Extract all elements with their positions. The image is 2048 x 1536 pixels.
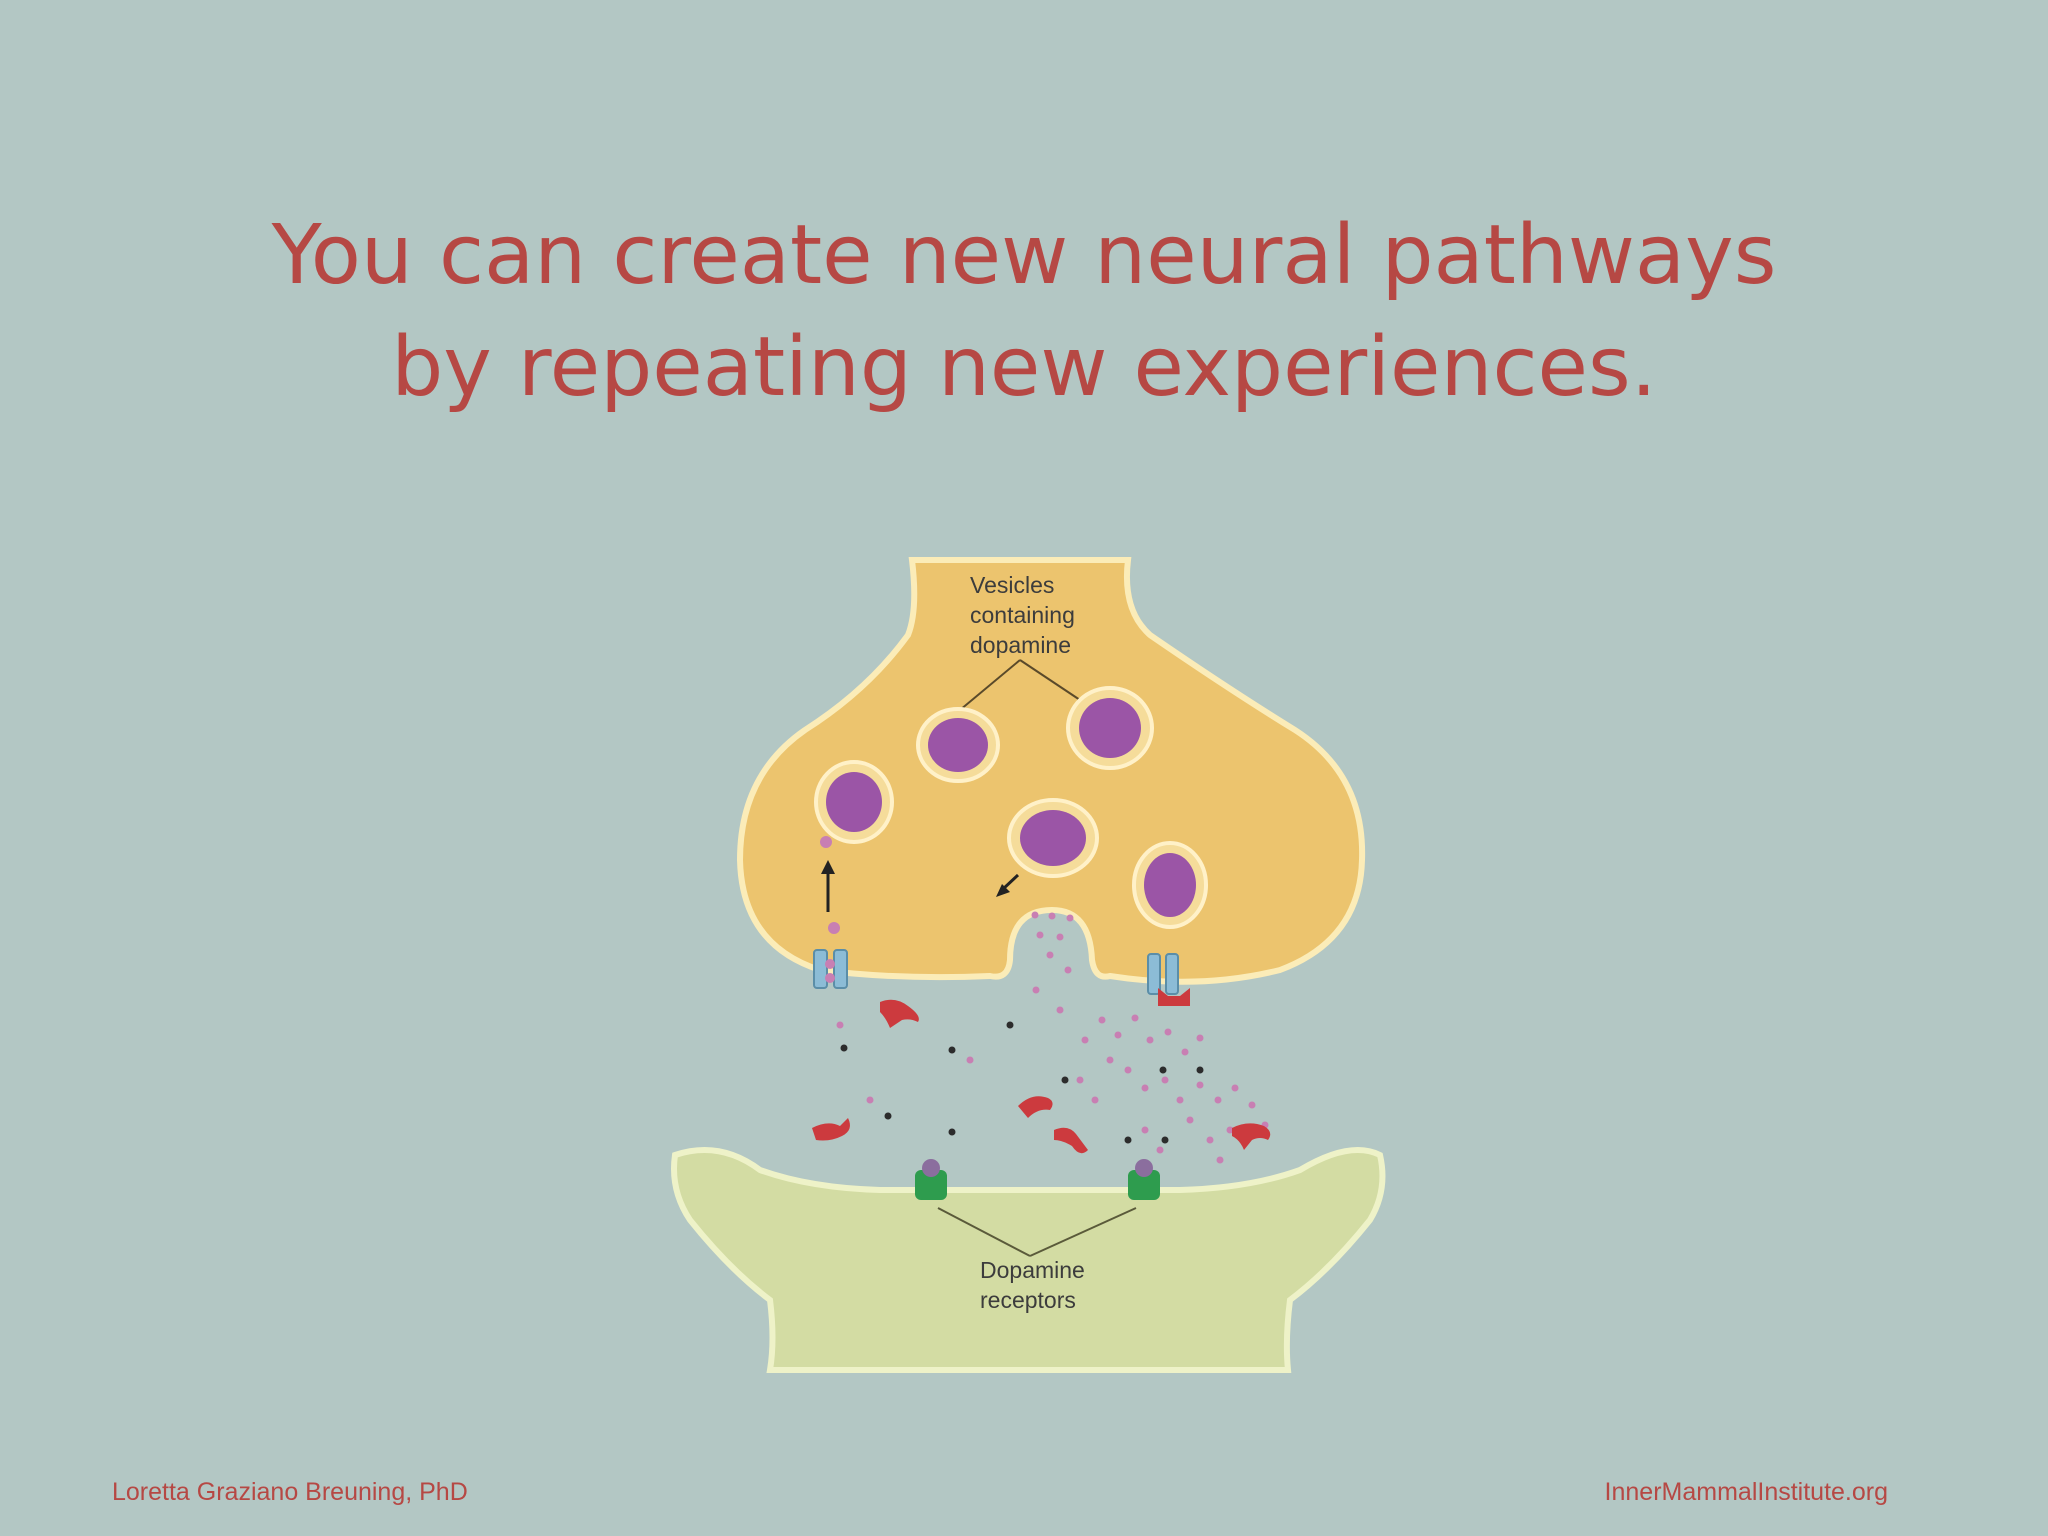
vesicle-pointer-line (959, 659, 1021, 711)
dopamine-dot (828, 922, 840, 934)
slide-title: You can create new neural pathways by re… (0, 200, 2048, 424)
vesicle (1132, 841, 1208, 929)
website-link[interactable]: InnerMammalInstitute.org (1604, 1478, 1888, 1506)
receptor-label-line-2: receptors (980, 1287, 1076, 1313)
title-line-2: by repeating new experiences. (391, 320, 1657, 415)
dopamine-transporter-right (1147, 953, 1190, 1006)
receptor-pointer-line (937, 1207, 1031, 1257)
dopamine-transporter-left (813, 949, 848, 989)
vesicle-pointer-line (1019, 659, 1081, 701)
vesicle-label-line-2: containing (970, 602, 1075, 628)
receptor-label-line-1: Dopamine (980, 1257, 1085, 1283)
vesicle (916, 707, 1000, 783)
postsynaptic-terminal (671, 1147, 1386, 1373)
synapse-diagram: Vesicles containing dopamine Dopamine re… (671, 557, 1386, 1373)
vesicle (814, 760, 894, 844)
reuptake-arrow (821, 860, 835, 912)
vesicle (1066, 686, 1154, 770)
dopamine-receptor-right (1128, 1159, 1160, 1200)
title-line-1: You can create new neural pathways (271, 208, 1777, 303)
enzyme (812, 999, 1271, 1154)
vesicle-label-line-3: dopamine (970, 632, 1071, 658)
vesicle-label-line-1: Vesicles (970, 572, 1054, 598)
dopamine-receptor-left (915, 1159, 947, 1200)
dopamine-dot (820, 836, 832, 848)
released-dopamine (836, 911, 1269, 1164)
dark-particles (840, 1021, 1204, 1144)
author-name: Loretta Graziano Breuning, PhD (112, 1478, 468, 1506)
vesicle (1007, 798, 1099, 878)
receptor-pointer-line (1029, 1207, 1137, 1257)
fusion-arrow (996, 873, 1020, 897)
